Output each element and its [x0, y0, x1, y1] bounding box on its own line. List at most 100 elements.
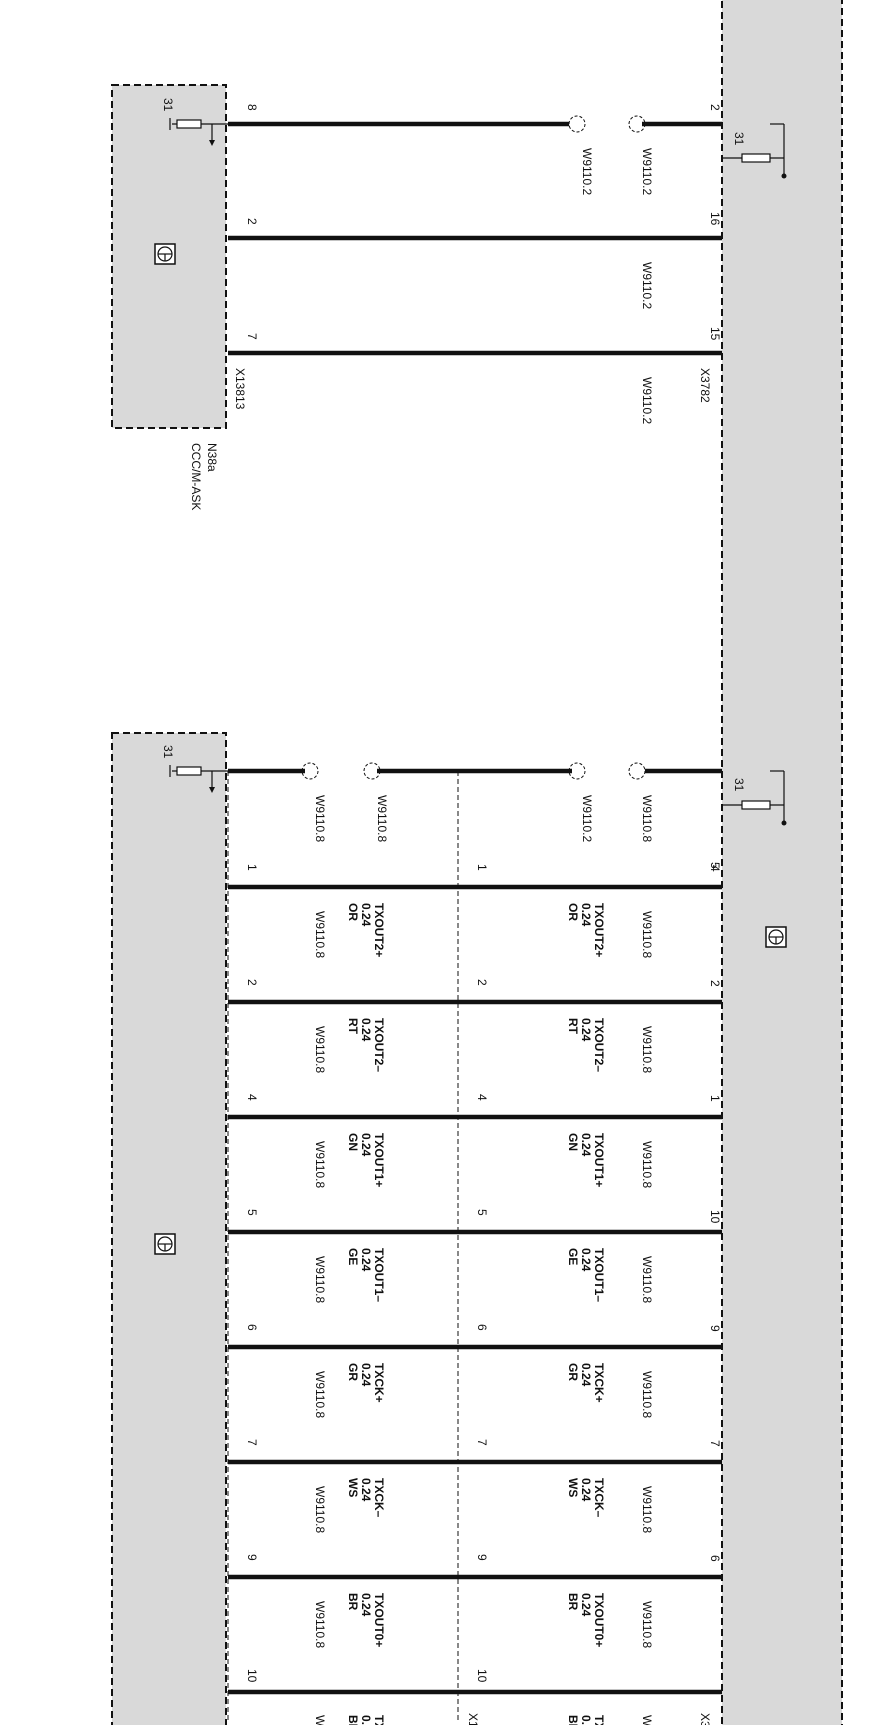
wire-id-label: W9110.2 — [580, 148, 594, 195]
gauge-label: 0.2 — [579, 1715, 593, 1725]
gauge-label: 0.24 — [579, 1593, 593, 1617]
module-id-label: N38a — [205, 443, 219, 472]
signal-label: TX — [372, 1715, 386, 1725]
wire-id-label: W9110.8 — [313, 1371, 327, 1418]
ground-label: 31 — [161, 98, 175, 112]
ground-label: 31 — [732, 132, 746, 146]
color-label: GN — [566, 1133, 580, 1151]
connector-label: X3.. — [698, 1713, 712, 1725]
wire-id-label: W9110.8 — [640, 1486, 654, 1533]
wire-id-label: W9110.8 — [313, 911, 327, 958]
pin-label: 10 — [475, 1669, 489, 1683]
ground-label: 31 — [732, 778, 746, 792]
ground-resistor-icon — [722, 123, 787, 179]
ground-label: 31 — [161, 745, 175, 759]
signal-label: TXCK– — [592, 1478, 606, 1518]
gauge-label: 0.24 — [579, 1018, 593, 1042]
color-label: GN — [346, 1133, 360, 1151]
ground-resistor-icon — [169, 118, 228, 146]
shield-symbol-icon — [154, 1233, 176, 1255]
pin-label: 8 — [245, 104, 259, 111]
gauge-label: 0.24 — [359, 1593, 373, 1617]
color-label: GR — [566, 1363, 580, 1381]
pin-label: 16 — [708, 212, 722, 226]
gauge-label: 0.24 — [359, 1248, 373, 1272]
wire-id-label: W9110.2 — [640, 262, 654, 309]
pin-label: 5 — [245, 1209, 259, 1216]
gauge-label: 0.24 — [579, 1248, 593, 1272]
signal-label: TXOUT2+ — [372, 903, 386, 957]
wire-id-label: W9110.8 — [313, 1026, 327, 1073]
pin-label: 2 — [475, 979, 489, 986]
wire-break-icon — [568, 115, 586, 133]
color-label: WS — [346, 1478, 360, 1497]
wire-break-icon — [568, 762, 586, 780]
signal-label: TXOUT2– — [592, 1018, 606, 1072]
wire-id-label: W — [640, 1715, 654, 1725]
signal-label: TXOUT1– — [372, 1248, 386, 1302]
wire-id-label: W — [313, 1715, 327, 1725]
shield-symbol-icon — [765, 926, 787, 948]
wire-id-label: W9110.8 — [313, 1256, 327, 1303]
color-label: BR — [346, 1593, 360, 1611]
wire-id-label: W9110.8 — [313, 1141, 327, 1188]
signal-label: TXOUT2+ — [592, 903, 606, 957]
signal-label: TXOUT1+ — [592, 1133, 606, 1187]
pin-label: 9 — [475, 1554, 489, 1561]
signal-label: TXOUT1– — [592, 1248, 606, 1302]
gauge-label: 0.24 — [359, 1018, 373, 1042]
wire-id-label: W9110.8 — [640, 1601, 654, 1648]
pin-label: 15 — [708, 327, 722, 341]
wire-id-label: W9110.2 — [640, 148, 654, 195]
gauge-label: 0.24 — [359, 1363, 373, 1387]
wire-break-icon — [301, 762, 319, 780]
color-label: WS — [566, 1478, 580, 1497]
color-label: BL — [566, 1715, 580, 1725]
wire-id-label: W9110.8 — [640, 1026, 654, 1073]
gauge-label: 0.24 — [579, 1478, 593, 1502]
wire-id-label: W9110.8 — [375, 795, 389, 842]
pin-label: 2 — [245, 979, 259, 986]
pin-label: 10 — [245, 1669, 259, 1683]
ground-resistor-icon — [722, 770, 787, 826]
signal-label: TXCK+ — [592, 1363, 606, 1403]
pin-label: 1 — [708, 1095, 722, 1102]
color-label: BL — [346, 1715, 360, 1725]
color-label: GE — [566, 1248, 580, 1265]
wire-id-label: W9110.2 — [640, 377, 654, 424]
color-label: GR — [346, 1363, 360, 1381]
shield-symbol-icon — [154, 243, 176, 265]
pin-label: 2 — [245, 218, 259, 225]
wire-id-label: W9110.8 — [313, 795, 327, 842]
gauge-label: 0.24 — [579, 1133, 593, 1157]
wire-break-icon — [628, 762, 646, 780]
gauge-label: 0.24 — [579, 903, 593, 927]
color-label: BR — [566, 1593, 580, 1611]
pin-label: 7 — [475, 1439, 489, 1446]
signal-label: TXOUT2– — [372, 1018, 386, 1072]
pin-label: 1 — [245, 864, 259, 871]
gauge-label: 0.24 — [359, 1133, 373, 1157]
ground-resistor-icon — [169, 765, 228, 793]
gauge-label: 0.2 — [359, 1715, 373, 1725]
color-label: OR — [566, 903, 580, 921]
pin-label: 4 — [708, 865, 722, 872]
pin-label: 7 — [245, 1439, 259, 1446]
pin-label: 6 — [708, 1555, 722, 1562]
color-label: OR — [346, 903, 360, 921]
right-control-unit — [721, 0, 843, 1725]
signal-label: TXOUT1+ — [372, 1133, 386, 1187]
connector-label: X1.. — [466, 1713, 480, 1725]
wire-id-label: W9110.8 — [640, 1371, 654, 1418]
pin-label: 5 — [475, 1209, 489, 1216]
pin-label: 4 — [245, 1094, 259, 1101]
color-label: GE — [346, 1248, 360, 1265]
pin-label: 6 — [245, 1324, 259, 1331]
module-name-label: CCC/M-ASK — [189, 443, 203, 510]
signal-label: TXOUT0+ — [592, 1593, 606, 1647]
pin-label: 9 — [708, 1325, 722, 1332]
wire-id-label: W9110.8 — [313, 1601, 327, 1648]
pin-label: 5 — [708, 862, 722, 869]
color-label: RT — [566, 1018, 580, 1035]
